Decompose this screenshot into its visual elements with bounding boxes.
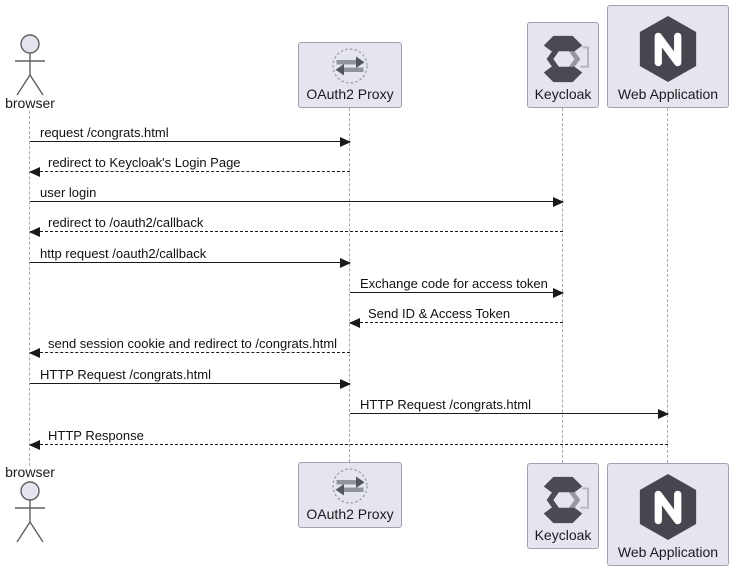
message-line — [30, 352, 350, 353]
stick-figure-icon — [15, 34, 45, 96]
arrowhead-icon — [29, 440, 40, 450]
nginx-logo-icon — [639, 474, 697, 540]
participant-label: Keycloak — [534, 86, 592, 102]
message-9: HTTP Request /congrats.html — [30, 367, 351, 389]
arrowhead-icon — [340, 379, 351, 389]
message-3: user login — [30, 185, 564, 207]
exchange-arrows-icon — [332, 48, 368, 84]
message-5: http request /oauth2/callback — [30, 246, 351, 268]
lifeline-keycloak — [562, 108, 563, 463]
participant-label: OAuth2 Proxy — [306, 506, 394, 522]
participant-keycloak-bottom: Keycloak — [527, 463, 599, 549]
arrowhead-icon — [349, 318, 360, 328]
message-line — [350, 322, 563, 323]
participant-label: OAuth2 Proxy — [306, 86, 394, 102]
exchange-arrows-icon — [332, 468, 368, 504]
participant-label: Web Application — [617, 544, 719, 560]
message-10: HTTP Request /congrats.html — [350, 397, 669, 419]
message-label: Send ID & Access Token — [368, 306, 511, 321]
arrowhead-icon — [29, 227, 40, 237]
message-label: HTTP Response — [48, 428, 144, 443]
message-4: redirect to /oauth2/callback — [29, 215, 563, 237]
message-label: Exchange code for access token — [360, 276, 548, 291]
keycloak-logo-icon — [543, 476, 589, 524]
lifeline-oauth2-proxy — [349, 108, 350, 462]
arrowhead-icon — [553, 197, 564, 207]
message-6: Exchange code for access token — [350, 276, 564, 298]
stick-figure-icon — [15, 481, 45, 543]
message-line — [30, 231, 563, 232]
arrowhead-icon — [658, 409, 669, 419]
message-8: send session cookie and redirect to /con… — [29, 336, 350, 358]
message-line — [30, 444, 668, 445]
lifeline-browser — [29, 111, 30, 466]
participant-oauth2-proxy-bottom: OAuth2 Proxy — [298, 462, 402, 528]
participant-label: Web Application — [617, 86, 719, 102]
message-label: send session cookie and redirect to /con… — [48, 336, 338, 351]
lifeline-web-application — [667, 108, 668, 463]
actor-label-browser-top: browser — [5, 95, 55, 111]
message-line — [350, 292, 563, 293]
message-label: user login — [40, 185, 97, 200]
arrowhead-icon — [340, 258, 351, 268]
message-label: HTTP Request /congrats.html — [40, 367, 211, 382]
message-line — [350, 413, 668, 414]
message-line — [30, 141, 350, 142]
message-line — [30, 201, 563, 202]
actor-label-browser-bottom: browser — [5, 464, 55, 480]
arrowhead-icon — [29, 348, 40, 358]
message-2: redirect to Keycloak's Login Page — [29, 155, 350, 177]
message-1: request /congrats.html — [30, 125, 351, 147]
arrowhead-icon — [340, 137, 351, 147]
message-label: redirect to /oauth2/callback — [48, 215, 204, 230]
keycloak-logo-icon — [543, 35, 589, 83]
message-label: http request /oauth2/callback — [40, 246, 207, 261]
message-7: Send ID & Access Token — [349, 306, 563, 328]
arrowhead-icon — [553, 288, 564, 298]
message-line — [30, 171, 350, 172]
participant-web-application-top: Web Application — [607, 5, 729, 108]
participant-label: Keycloak — [534, 527, 592, 543]
message-line — [30, 262, 350, 263]
arrowhead-icon — [29, 167, 40, 177]
participant-keycloak-top: Keycloak — [527, 22, 599, 108]
nginx-logo-icon — [639, 16, 697, 82]
message-11: HTTP Response — [29, 428, 668, 450]
participant-web-application-bottom: Web Application — [607, 463, 729, 566]
message-label: HTTP Request /congrats.html — [360, 397, 531, 412]
message-label: redirect to Keycloak's Login Page — [48, 155, 241, 170]
message-label: request /congrats.html — [40, 125, 169, 140]
message-line — [30, 383, 350, 384]
participant-oauth2-proxy-top: OAuth2 Proxy — [298, 42, 402, 108]
